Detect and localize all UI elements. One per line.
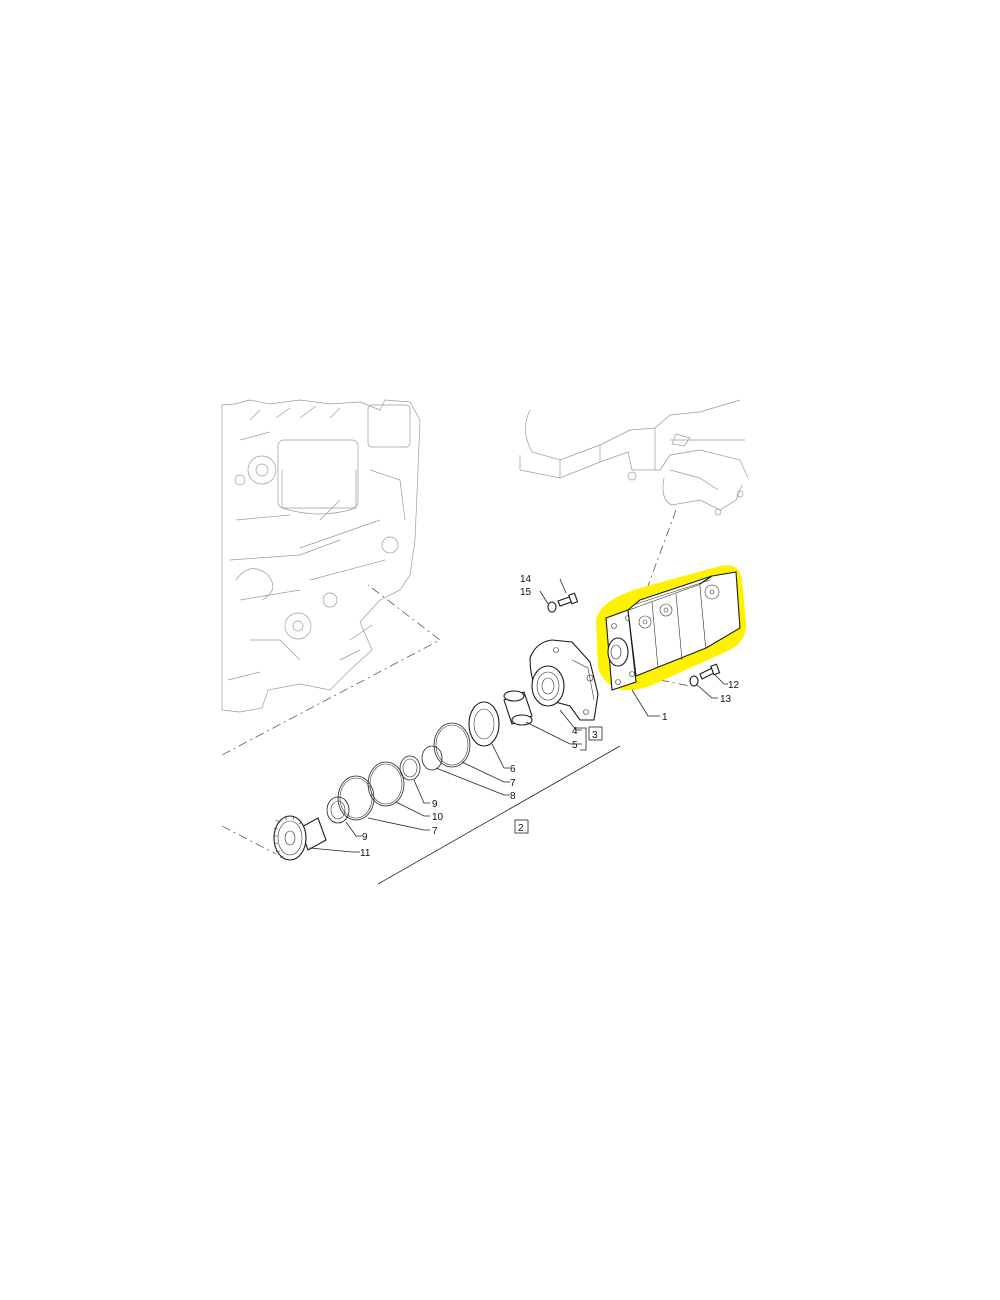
pump-mounting-flange (529, 639, 599, 721)
callout-13: 13 (720, 694, 732, 705)
washer-15 (547, 601, 557, 613)
tractor-frame-outline (519, 399, 749, 516)
callout-2: 2 (518, 823, 524, 834)
engine-block-outline (221, 399, 421, 713)
callout-7b: 7 (432, 826, 438, 837)
bushing (503, 690, 533, 726)
callout-2-box (514, 819, 529, 834)
washer-9b (326, 796, 350, 824)
gear-shaft (273, 815, 327, 861)
callout-labels: 1 2 3 4 5 6 7 8 9 10 7 9 11 12 13 14 15 (360, 574, 740, 859)
callout-4: 4 (572, 726, 578, 737)
callout-9a: 9 (432, 799, 438, 810)
callout-11: 11 (360, 848, 371, 859)
washer-13 (689, 675, 699, 687)
seal (468, 701, 500, 747)
callout-1: 1 (662, 712, 668, 723)
callout-5: 5 (572, 740, 578, 751)
callout-3-box (588, 726, 603, 741)
bolt-12 (699, 663, 721, 680)
callout-10: 10 (432, 812, 444, 823)
leader-lines (309, 578, 728, 885)
callout-14: 14 (520, 574, 532, 585)
snap-ring-8 (421, 745, 443, 771)
callout-8: 8 (510, 791, 516, 802)
callout-7a: 7 (510, 778, 516, 789)
bolt-14 (557, 592, 579, 607)
washer-9a (399, 755, 421, 781)
o-ring-large-7a (433, 722, 471, 768)
callout-15: 15 (520, 587, 532, 598)
callout-9b: 9 (362, 832, 368, 843)
callout-12: 12 (728, 680, 740, 691)
hydraulic-pump (605, 571, 741, 691)
callout-3: 3 (592, 730, 598, 741)
callout-6: 6 (510, 764, 516, 775)
o-ring-10 (367, 761, 405, 807)
o-ring-large-7b (337, 775, 375, 821)
